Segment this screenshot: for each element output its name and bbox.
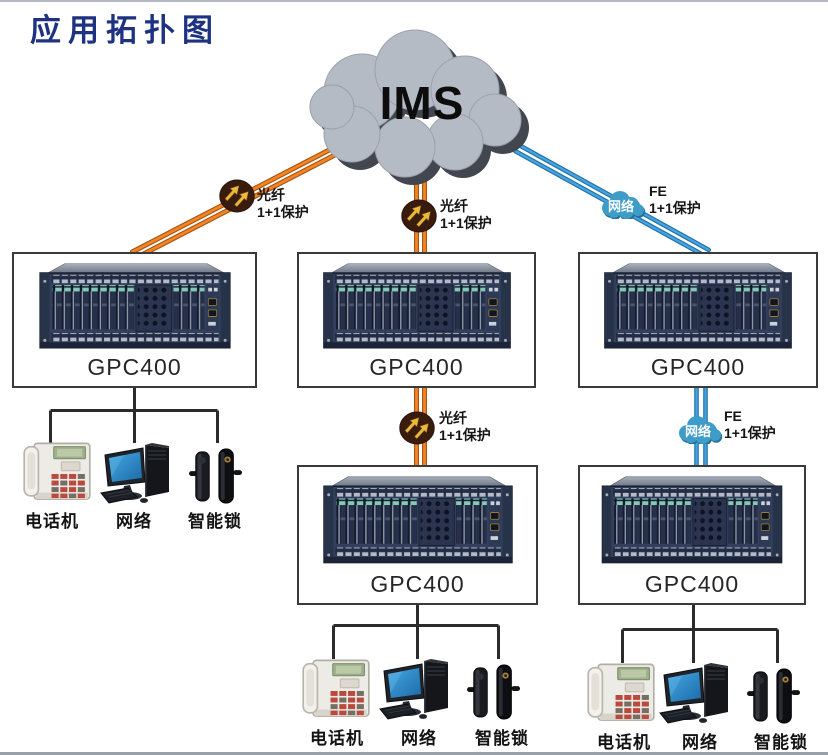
gpc400-chassis-image <box>311 261 523 357</box>
network-label: 网络 <box>682 733 718 752</box>
gpc400-node-bottom-middle: GPC400 <box>297 465 538 605</box>
fe-link-label: FE 1+1保护 <box>724 408 776 442</box>
fiber-link-name: 光纤 <box>439 410 467 426</box>
network-cloud-icon-label: 网络 <box>607 199 634 214</box>
smartlock-label: 智能锁 <box>188 512 242 531</box>
fe-link-name: FE <box>649 183 667 199</box>
fe-link-name: FE <box>724 408 742 424</box>
fiber-link-name: 光纤 <box>440 198 468 214</box>
fe-link-label: FE 1+1保护 <box>649 183 701 217</box>
fiber-icon <box>219 179 255 213</box>
telephone-label: 电话机 <box>310 729 364 748</box>
fiber-link-label: 光纤 1+1保护 <box>257 187 309 221</box>
gpc400-node-bottom-right: GPC400 <box>578 465 806 605</box>
gpc400-node-label: GPC400 <box>644 571 740 597</box>
fiber-link-label: 光纤 1+1保护 <box>440 198 492 232</box>
smartlock-label: 智能锁 <box>475 729 529 748</box>
network-label: 网络 <box>116 512 152 531</box>
gpc400-node-label: GPC400 <box>650 354 746 380</box>
smartlock-device <box>467 659 521 723</box>
gpc400-node-label: GPC400 <box>87 354 182 380</box>
telephone-label: 电话机 <box>25 512 79 531</box>
fiber-link-protection: 1+1保护 <box>257 204 309 220</box>
smartlock-label: 智能锁 <box>754 733 808 752</box>
gpc400-node-label: GPC400 <box>369 354 464 380</box>
computer-device <box>659 662 735 726</box>
fiber-link-name: 光纤 <box>257 187 285 203</box>
fiber-link-protection: 1+1保护 <box>439 427 491 443</box>
network-cloud-icon-label: 网络 <box>684 424 711 439</box>
smartlock-device <box>189 443 243 507</box>
fiber-icon <box>401 199 437 233</box>
ims-cloud <box>309 29 522 178</box>
fiber-link-label: 光纤 1+1保护 <box>439 410 491 444</box>
gpc400-chassis-image <box>590 474 794 572</box>
ims-cloud-label: IMS <box>379 77 465 129</box>
endpoint-tree-lines <box>49 388 779 663</box>
page-title: 应用拓扑图 <box>30 13 220 48</box>
fe-link-protection: 1+1保护 <box>649 200 701 216</box>
smartlock-device <box>747 663 801 727</box>
telephone-device <box>301 658 371 724</box>
computer-device <box>100 442 176 506</box>
fe-link-protection: 1+1保护 <box>724 425 776 441</box>
computer-device <box>379 658 455 722</box>
telephone-label: 电话机 <box>597 733 651 752</box>
fiber-icon <box>399 411 435 445</box>
gpc400-node-top-left: GPC400 <box>12 252 257 388</box>
fiber-link-protection: 1+1保护 <box>440 215 492 231</box>
telephone-device <box>22 441 92 507</box>
gpc400-chassis-image <box>311 474 525 572</box>
gpc400-chassis-image <box>592 261 804 357</box>
gpc400-node-top-middle: GPC400 <box>297 252 536 388</box>
gpc400-chassis-image <box>27 261 243 357</box>
telephone-device <box>586 662 656 728</box>
network-label: 网络 <box>401 729 437 748</box>
gpc400-node-label: GPC400 <box>370 571 465 597</box>
gpc400-node-top-right: GPC400 <box>578 252 818 388</box>
